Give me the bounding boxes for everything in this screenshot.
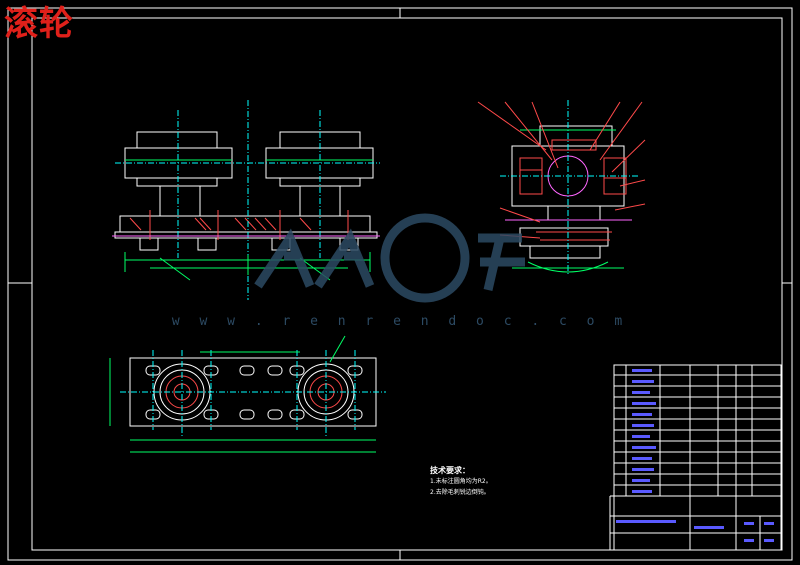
title-block-fills [616,369,774,542]
technical-note-item: 1.未标注圆角均为R2。 [430,478,492,485]
drawing-frame [7,7,793,561]
side-section-view [477,100,646,275]
technical-notes-heading: 技术要求： [430,466,470,475]
front-view [112,100,380,300]
technical-notes: 技术要求： 1.未标注圆角均为R2。 2.去除毛刺锐边倒钝。 [430,465,492,498]
watermark-logo [254,213,525,303]
technical-note-item: 2.去除毛刺锐边倒钝。 [430,489,490,496]
drawing-title: 滚轮 [4,4,74,44]
plan-view [109,335,386,453]
title-block [609,364,782,551]
